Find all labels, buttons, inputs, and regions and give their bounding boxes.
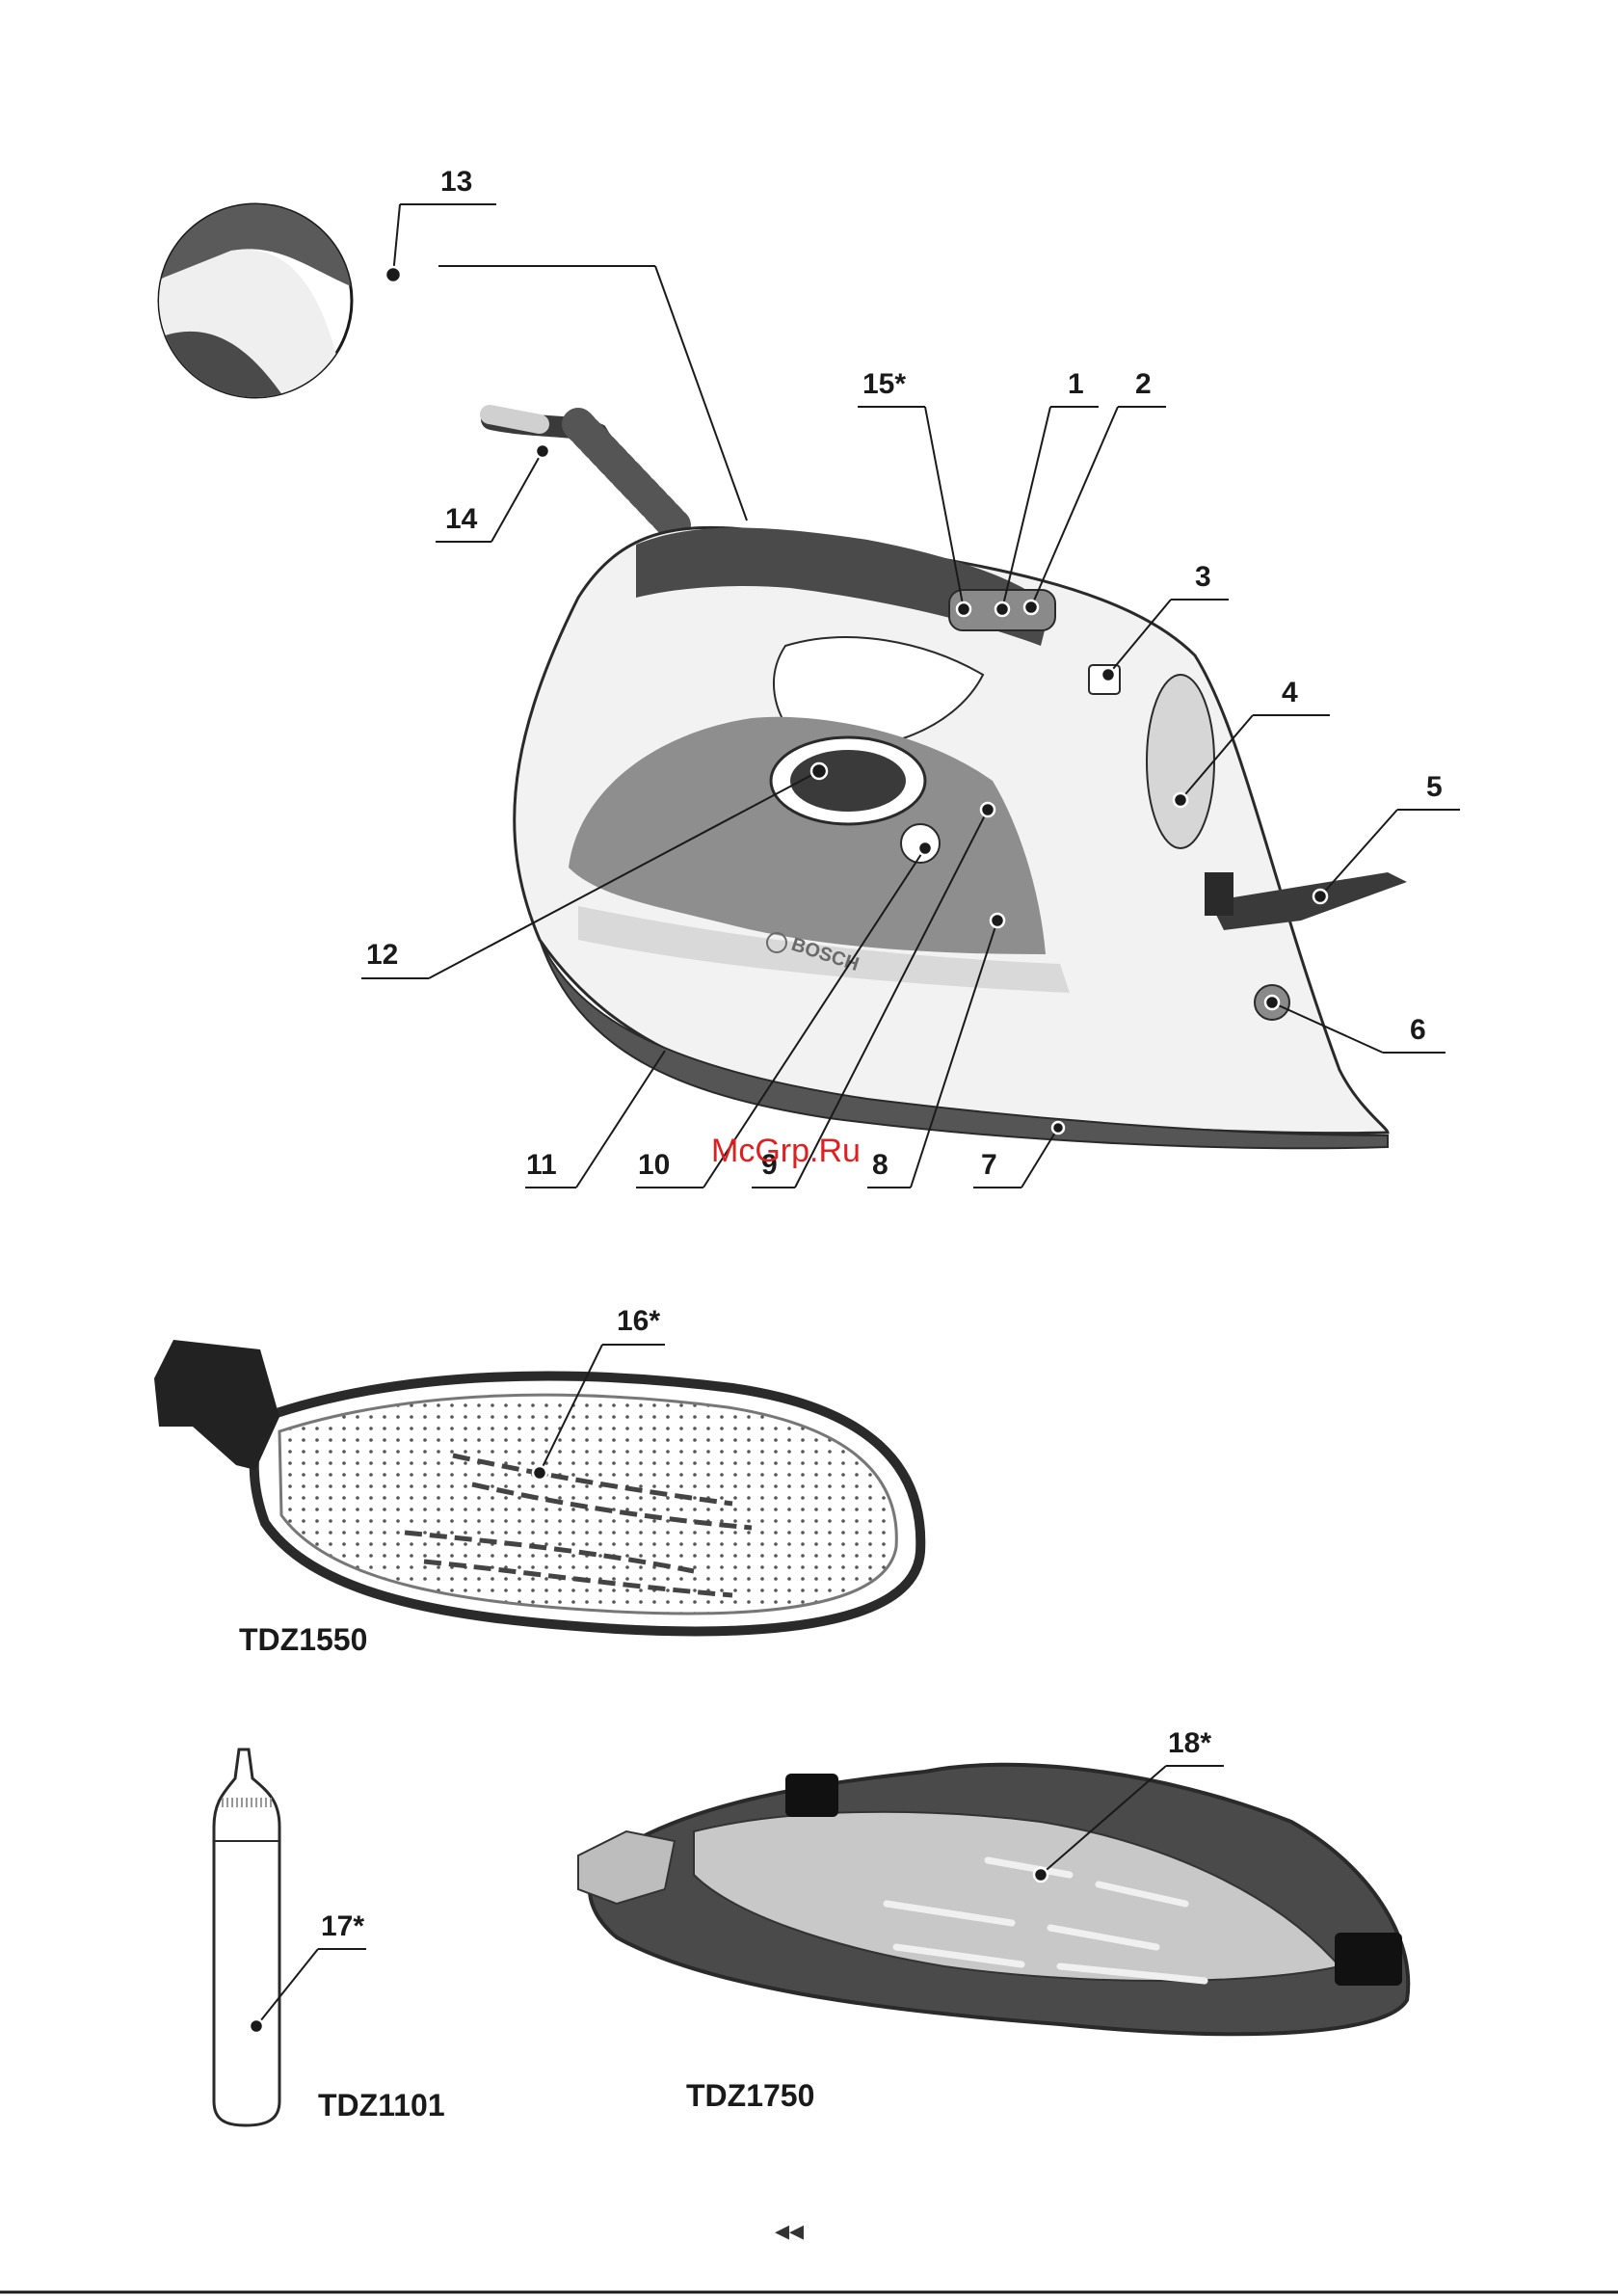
callout-8: 8	[872, 1149, 889, 1181]
callout-14: 14	[445, 503, 478, 535]
callout-12: 12	[366, 939, 398, 971]
callout-15: 15*	[862, 368, 906, 400]
callout-7: 7	[981, 1149, 997, 1181]
soleplate-cover-tdz1550: 16* TDZ1550	[154, 1305, 920, 1657]
callout-2: 2	[1135, 368, 1152, 400]
model-label-tdz1101: TDZ1101	[318, 2088, 445, 2122]
watermark: McGrp.Ru	[711, 1133, 861, 1169]
callout-13: 13	[440, 166, 472, 198]
callout-5: 5	[1426, 771, 1443, 803]
callout-6: 6	[1410, 1014, 1426, 1046]
steam-iron-illustration: BOSCH	[159, 164, 1407, 1148]
callout-10: 10	[638, 1149, 670, 1181]
descaler-bottle-tdz1101: 17* TDZ1101	[214, 1749, 445, 2125]
page-marker-arrows: ◂◂	[775, 2214, 804, 2248]
callout-1: 1	[1068, 368, 1084, 400]
detail-zoom-inset	[159, 164, 407, 405]
callout-18: 18*	[1168, 1727, 1211, 1759]
callout-11: 11	[526, 1149, 557, 1181]
model-label-tdz1550: TDZ1550	[239, 1622, 367, 1657]
callout-17: 17*	[321, 1910, 364, 1942]
callout-16: 16*	[617, 1305, 660, 1337]
temperature-dial	[1147, 675, 1214, 848]
iron-rest-tdz1750: 18* TDZ1750	[578, 1727, 1408, 2113]
model-label-tdz1750: TDZ1750	[686, 2078, 814, 2113]
power-cord	[490, 414, 679, 525]
callout-4: 4	[1282, 677, 1298, 708]
callout-3: 3	[1195, 561, 1211, 593]
